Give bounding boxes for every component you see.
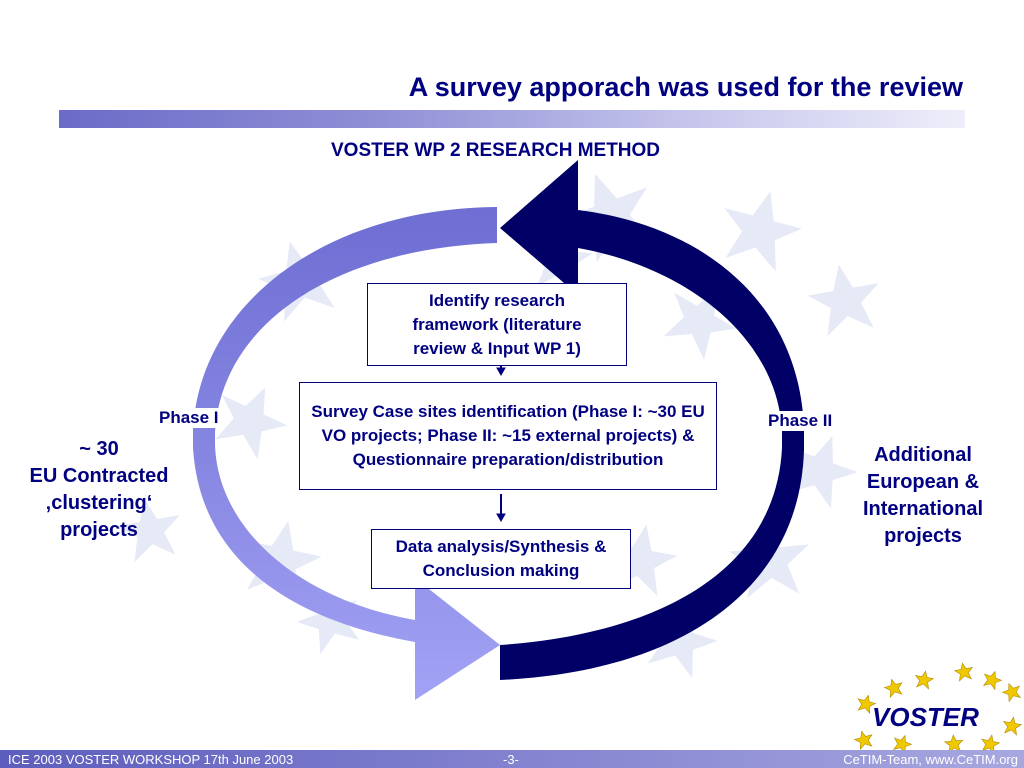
footer-bar: ICE 2003 VOSTER WORKSHOP 17th June 2003 … xyxy=(0,750,1024,768)
diagram-subtitle: VOSTER WP 2 RESEARCH METHOD xyxy=(331,140,661,161)
logo-star-icon xyxy=(953,661,975,682)
logo-star-icon xyxy=(943,733,965,754)
logo-star-icon xyxy=(890,731,915,756)
logo-star-icon xyxy=(1001,715,1023,736)
logo-star-icon xyxy=(979,732,1002,755)
phase-1-label: Phase I xyxy=(157,408,221,428)
logo-star-icon xyxy=(913,669,935,690)
title-underline-bar xyxy=(59,110,965,128)
voster-logo: VOSTER xyxy=(842,660,1024,756)
footer-page-number: -3- xyxy=(503,752,519,767)
survey-case-sites-text: Survey Case sites identification (Phase … xyxy=(311,402,705,469)
identify-framework-box: Identify research framework (literature … xyxy=(367,283,627,366)
phase-1-arrow xyxy=(193,207,500,700)
international-projects-label: Additional European & International proj… xyxy=(862,444,983,547)
logo-star-icon xyxy=(882,676,906,699)
footer-event: ICE 2003 VOSTER WORKSHOP 17th June 2003 xyxy=(8,752,294,767)
data-analysis-box: Data analysis/Synthesis & Conclusion mak… xyxy=(371,529,631,589)
bg-star-icon xyxy=(803,258,887,339)
logo-text: VOSTER xyxy=(872,702,979,732)
footer-credit: CeTIM-Team, www.CeTIM.org xyxy=(843,752,1018,767)
logo-star-icon xyxy=(980,667,1005,692)
survey-case-sites-box: Survey Case sites identification (Phase … xyxy=(299,382,717,490)
data-analysis-text: Data analysis/Synthesis & Conclusion mak… xyxy=(395,537,607,580)
phase-2-label: Phase II xyxy=(766,411,835,431)
logo-star-icon xyxy=(999,679,1024,704)
identify-framework-text: Identify research framework (literature … xyxy=(412,290,582,358)
eu-projects-label: ~ 30 EU Contracted ‚clustering‘ projects xyxy=(29,438,169,541)
slide-title: A survey apporach was used for the revie… xyxy=(408,72,963,102)
bg-star-icon xyxy=(712,181,809,276)
